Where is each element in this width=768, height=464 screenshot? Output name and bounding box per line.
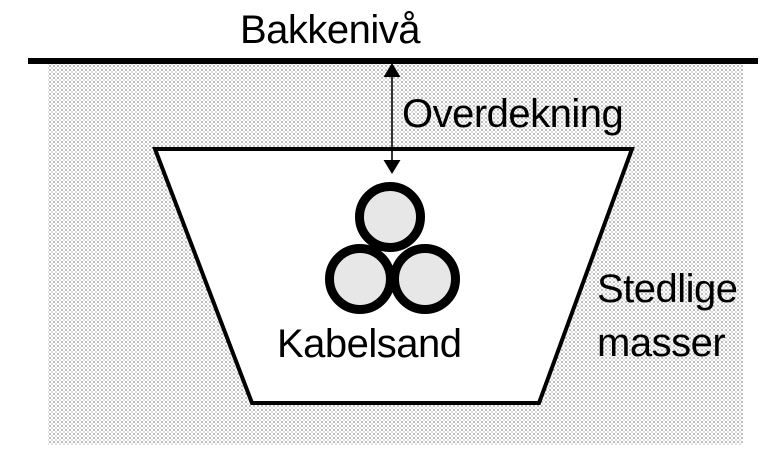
cable-sand-label: Kabelsand <box>277 322 462 366</box>
cover-depth-label: Overdekning <box>402 92 624 136</box>
native-soil-label-line2: masser <box>597 321 726 365</box>
ground-level-label: Bakkenivå <box>240 8 421 52</box>
cover-depth-arrow <box>383 63 401 174</box>
cable-bundle <box>325 182 460 314</box>
cable-bottom-right <box>390 244 460 314</box>
arrowhead-up-icon <box>383 63 401 77</box>
native-soil-label-line1: Stedlige <box>597 267 738 311</box>
cable-bottom-left <box>325 244 395 314</box>
arrowhead-down-icon <box>383 160 401 174</box>
cable-top <box>355 182 425 252</box>
native-soil-label: Stedlige masser <box>597 262 738 370</box>
